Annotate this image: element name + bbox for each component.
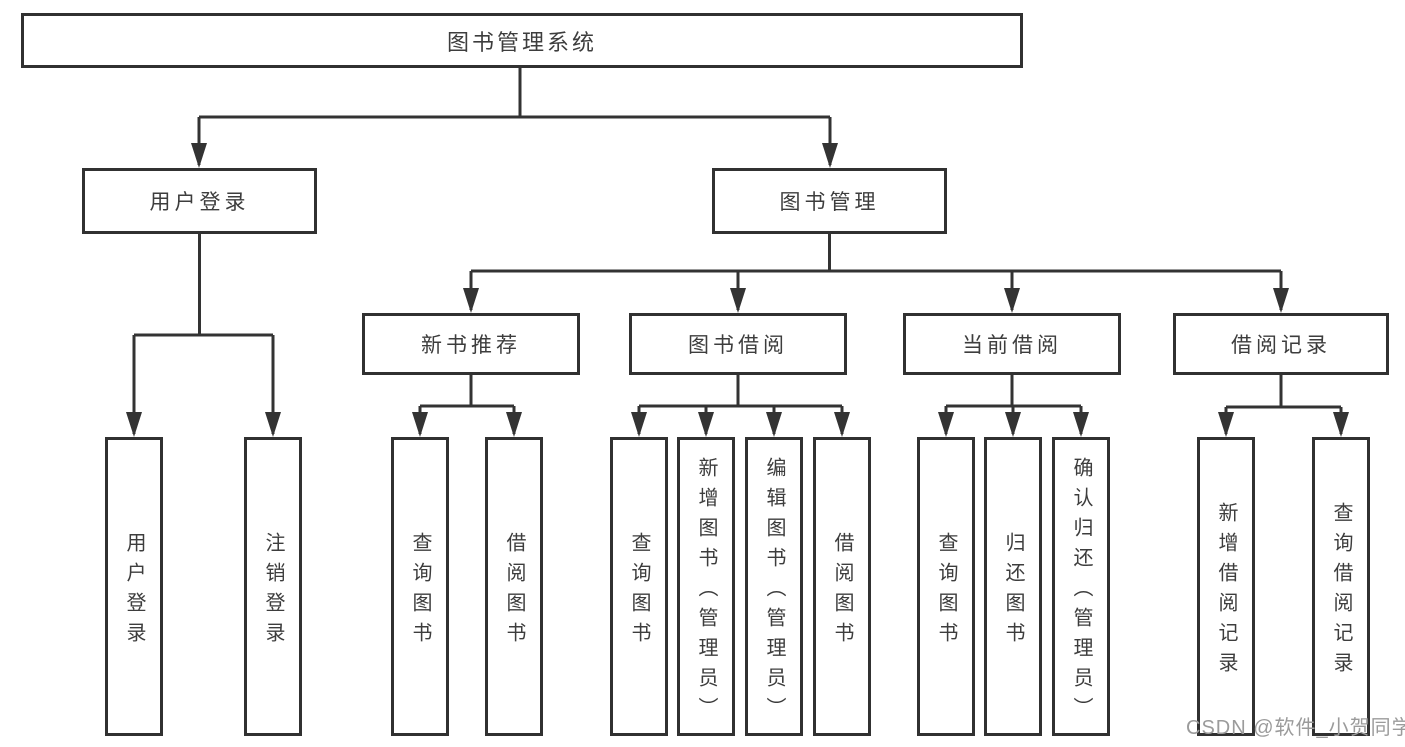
connector-book-borrow-to-leaves — [631, 375, 850, 437]
node-book-mgmt-system: 图书管理系统 — [21, 13, 1023, 68]
node-current-borrow: 当前借阅 — [903, 313, 1121, 375]
node-label: 图书管理系统 — [446, 29, 597, 55]
node-label: 查询图书 — [409, 531, 431, 652]
node-user-login: 用户登录 — [82, 168, 317, 234]
node-label: 当前借阅 — [962, 334, 1062, 357]
node-label: 借阅记录 — [1231, 334, 1331, 357]
node-label: 图书管理 — [779, 191, 880, 214]
node-label: 查询图书 — [628, 531, 650, 652]
node-leaf-query-borrow-record: 查询借阅记录 — [1312, 437, 1370, 736]
node-leaf-query-books-1: 查询图书 — [391, 437, 449, 736]
node-label: 用户登录 — [123, 531, 145, 652]
connector-user-login-to-leaves — [126, 234, 281, 437]
node-leaf-return-books: 归还图书 — [984, 437, 1042, 736]
node-leaf-logout: 注销登录 — [244, 437, 302, 736]
node-label: 新增借阅记录 — [1215, 501, 1237, 682]
node-label: 确认归还（管理员） — [1070, 456, 1092, 727]
connector-new-books-to-leaves — [412, 375, 522, 437]
connector-borrow-records-to-leaves — [1218, 375, 1349, 437]
node-leaf-edit-books-admin: 编辑图书（管理员） — [745, 437, 803, 736]
node-leaf-user-login: 用户登录 — [105, 437, 163, 736]
connector-root-to-level2 — [191, 68, 838, 168]
node-leaf-query-books-3: 查询图书 — [917, 437, 975, 736]
node-label: 新书推荐 — [421, 334, 521, 357]
node-leaf-borrow-books-2: 借阅图书 — [813, 437, 871, 736]
node-label: 查询借阅记录 — [1330, 501, 1352, 682]
node-book-borrow: 图书借阅 — [629, 313, 847, 375]
node-label: 用户登录 — [149, 191, 250, 214]
node-label: 新增图书（管理员） — [695, 456, 717, 727]
node-label: 归还图书 — [1002, 531, 1024, 652]
connector-book-mgmt-to-level3 — [463, 234, 1289, 313]
node-label: 查询图书 — [935, 531, 957, 652]
node-leaf-borrow-books-1: 借阅图书 — [485, 437, 543, 736]
node-label: 编辑图书（管理员） — [763, 456, 785, 727]
node-leaf-add-books-admin: 新增图书（管理员） — [677, 437, 735, 736]
node-label: 借阅图书 — [503, 531, 525, 652]
node-borrow-records: 借阅记录 — [1173, 313, 1389, 375]
node-new-books: 新书推荐 — [362, 313, 580, 375]
node-leaf-query-books-2: 查询图书 — [610, 437, 668, 736]
node-leaf-add-borrow-record: 新增借阅记录 — [1197, 437, 1255, 736]
node-book-mgmt: 图书管理 — [712, 168, 947, 234]
connector-current-borrow-to-leaves — [938, 375, 1089, 437]
node-label: 借阅图书 — [831, 531, 853, 652]
node-label: 图书借阅 — [688, 334, 788, 357]
node-label: 注销登录 — [262, 531, 284, 652]
watermark: CSDN @软件_小贺同学 — [1186, 717, 1405, 739]
node-leaf-confirm-return-admin: 确认归还（管理员） — [1052, 437, 1110, 736]
